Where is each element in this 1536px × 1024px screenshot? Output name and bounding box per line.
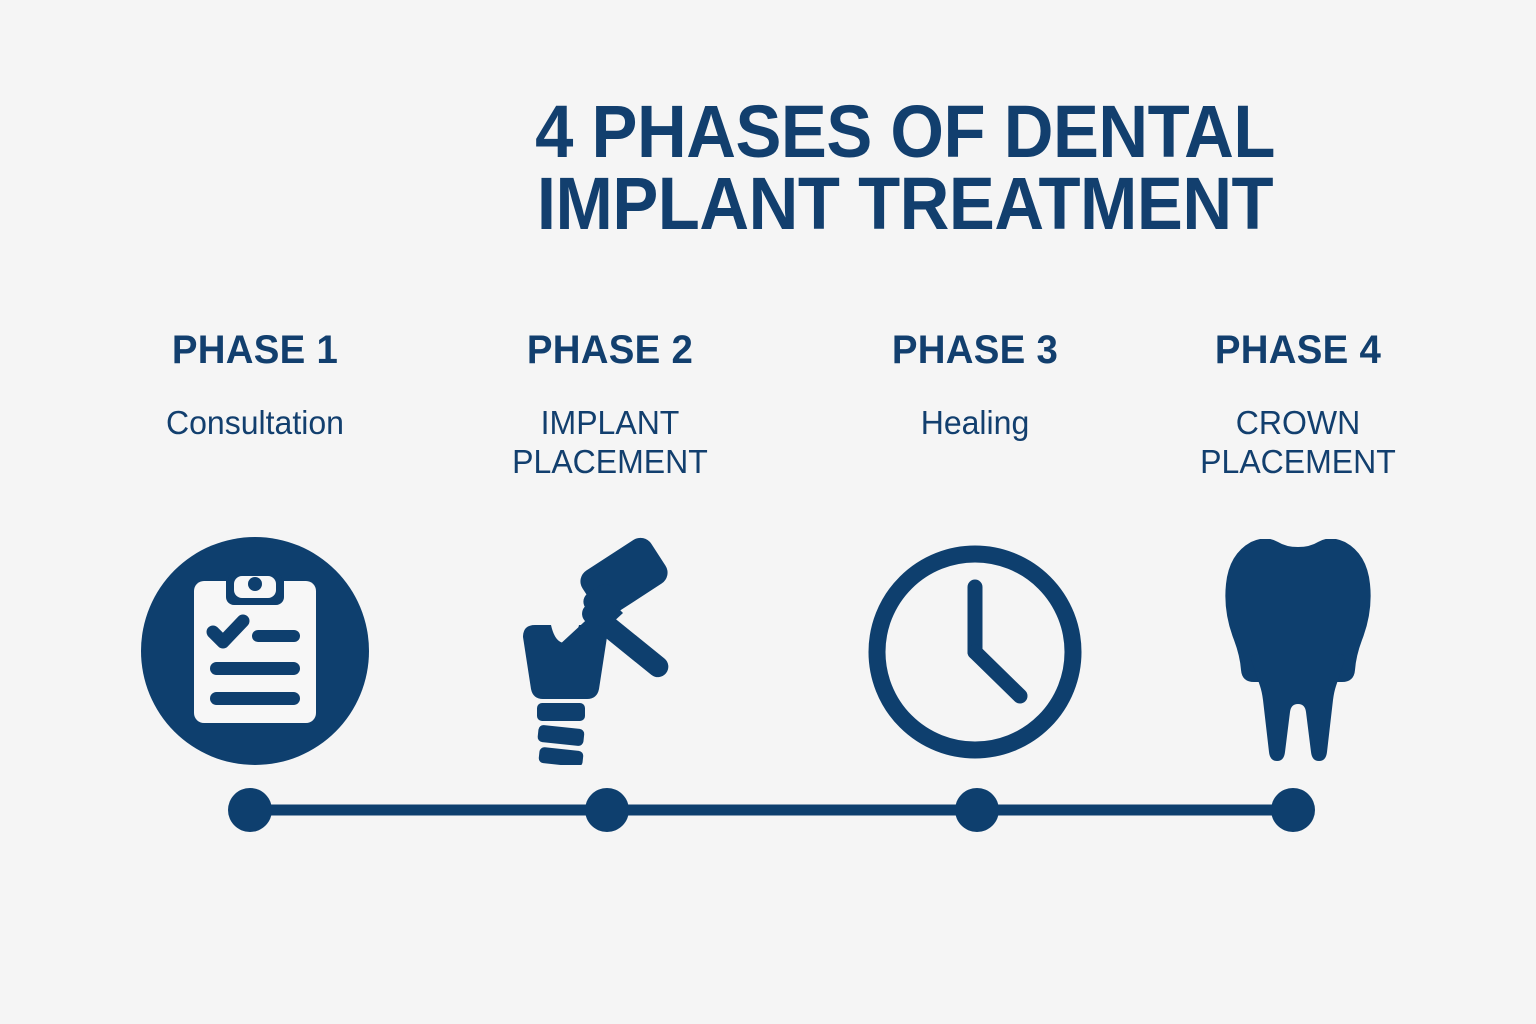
phase-timeline <box>0 770 1536 860</box>
phase-4-heading: PHASE 4 <box>1214 328 1382 372</box>
phase-1-icon-container <box>105 525 405 765</box>
phase-column-3: PHASE 3 Healing <box>825 330 1125 443</box>
timeline-svg <box>228 788 1315 832</box>
dental-implant-mallet-icon <box>523 537 669 765</box>
phase-3-heading: PHASE 3 <box>891 328 1059 372</box>
phase-4-icon-container <box>1148 525 1448 765</box>
phase-2-description-line-1: IMPLANT <box>540 404 680 441</box>
phase-column-4: PHASE 4 CROWN PLACEMENT <box>1148 330 1448 482</box>
phase-2-description: IMPLANT PLACEMENT <box>465 404 756 482</box>
phase-1-heading: PHASE 1 <box>171 328 339 372</box>
clipboard-checklist-icon <box>141 537 369 765</box>
timeline-dot-1[interactable] <box>228 788 272 832</box>
phase-3-description: Healing <box>830 404 1121 443</box>
phase-4-description-line-2: PLACEMENT <box>1200 442 1396 480</box>
tooth-crown-icon <box>1225 539 1371 761</box>
phase-2-heading: PHASE 2 <box>526 328 694 372</box>
phase-1-description-line-1: Consultation <box>166 404 344 441</box>
phase-2-icon-container <box>460 525 760 765</box>
timeline-dot-4[interactable] <box>1271 788 1315 832</box>
timeline-dot-3[interactable] <box>955 788 999 832</box>
clock-icon <box>868 545 1082 759</box>
phase-3-description-line-1: Healing <box>920 404 1030 441</box>
page-title-line-2: IMPLANT TREATMENT <box>536 161 1274 245</box>
phase-4-description: CROWN PLACEMENT <box>1153 404 1444 482</box>
phase-column-1: PHASE 1 Consultation <box>105 330 405 443</box>
timeline-dot-2[interactable] <box>585 788 629 832</box>
phase-2-description-line-2: PLACEMENT <box>512 442 708 480</box>
phase-1-description: Consultation <box>110 404 401 443</box>
page-title: 4 PHASES OF DENTAL IMPLANT TREATMENT <box>463 90 1347 245</box>
page-title-line-1: 4 PHASES OF DENTAL <box>535 90 1275 173</box>
phase-column-2: PHASE 2 IMPLANT PLACEMENT <box>460 330 760 482</box>
phase-4-description-line-1: CROWN <box>1235 404 1361 441</box>
phase-3-icon-container <box>825 525 1125 765</box>
